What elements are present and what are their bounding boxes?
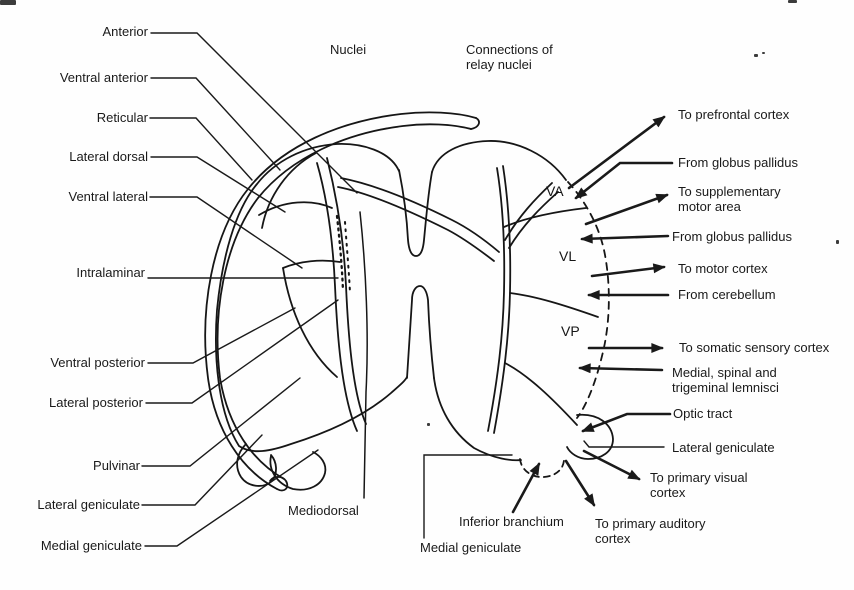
label-to-supplementary-motor-area: To supplementary motor area: [678, 184, 781, 214]
label-medial-spinal-trigeminal-lemnisci: Medial, spinal and trigeminal lemnisci: [672, 365, 779, 395]
label-optic-tract: Optic tract: [673, 406, 733, 421]
lateral-geniculate-bump-right: [566, 413, 614, 460]
anterior-region-arc: [261, 152, 317, 229]
header-nuclei: Nuclei: [330, 42, 367, 57]
label-to-somatic-sensory-cortex: To somatic sensory cortex: [679, 340, 830, 355]
ventral-lens-top: [282, 259, 341, 269]
midline-lower-notch: [406, 285, 435, 379]
scan-artifact: [0, 0, 16, 5]
lamina-v-right-arm-1: [504, 182, 553, 241]
leader-medial-geniculate-left: [144, 449, 319, 547]
connection-arrows: [511, 115, 674, 514]
label-pulvinar: Pulvinar: [93, 458, 140, 473]
right-bottom: [433, 377, 522, 462]
leader-lateral-geniculate-left: [141, 434, 263, 506]
label-reticular: Reticular: [96, 110, 148, 125]
label-medial-geniculate-bottom: Medial geniculate: [420, 540, 522, 555]
left-outline: [215, 143, 408, 453]
arrow-from-globus-pallidus-1: [574, 161, 674, 200]
arrow-optic-tract: [581, 412, 672, 433]
lamina-v-left-arm-1: [340, 177, 500, 253]
leader-lateral-posterior: [145, 299, 339, 404]
leader-anterior: [150, 32, 358, 194]
vp-bottom-divider: [504, 362, 578, 426]
right-thalamus-structure: [337, 140, 614, 478]
label-to-primary-visual-cortex: To primary visual cortex: [650, 470, 748, 500]
label-mediodorsal: Mediodorsal: [288, 503, 359, 518]
label-ventral-lateral: Ventral lateral: [68, 189, 149, 204]
arrow-inferior-branchium: [511, 462, 541, 514]
leader-ventral-posterior: [147, 307, 296, 364]
vp-label: VP: [561, 323, 580, 339]
label-medial-geniculate-left: Medial geniculate: [40, 538, 142, 553]
label-ventral-posterior: Ventral posterior: [50, 355, 145, 370]
dorsal-divider-arc: [258, 201, 333, 216]
leader-lines: [141, 32, 665, 547]
header-connections: Connections of relay nuclei: [466, 42, 553, 72]
leader-reticular: [149, 117, 253, 181]
scan-artifact: [762, 52, 765, 54]
label-lateral-posterior: Lateral posterior: [49, 395, 143, 410]
reticular-band-inner: [216, 123, 472, 480]
medial-geniculate-bump-right: [519, 458, 565, 478]
scan-artifact: [836, 240, 839, 244]
reticular-band-outer: [204, 111, 477, 490]
label-to-motor-cortex: To motor cortex: [678, 261, 768, 276]
scan-artifact: [788, 0, 797, 3]
label-from-globus-pallidus-1: From globus pallidus: [678, 155, 798, 170]
intralaminar-stipple-2: [344, 221, 351, 294]
medial-geniculate-bump-left: [269, 451, 327, 491]
right-lateral-edge-dashed: [567, 181, 610, 419]
scan-artifact: [754, 54, 758, 57]
arrow-to-primary-visual-cortex: [582, 449, 641, 481]
label-anterior: Anterior: [102, 24, 148, 39]
right-dome: [431, 140, 567, 181]
left-thalamus-structure: [204, 111, 480, 499]
arrow-medial-spinal-trigeminal-lemnisci: [578, 363, 664, 374]
leader-lateral-dorsal: [150, 156, 286, 213]
label-ventral-anterior: Ventral anterior: [59, 70, 148, 85]
right-lamina-strip-1: [487, 167, 506, 432]
va-label: VA: [546, 183, 564, 199]
label-lateral-dorsal: Lateral dorsal: [69, 149, 148, 164]
ventral-lens-left: [282, 267, 338, 378]
label-to-primary-auditory-cortex: To primary auditory cortex: [595, 516, 706, 546]
mediodorsal-boundary-and-leader: [359, 211, 368, 499]
intralaminar-stipple-1: [335, 214, 345, 293]
leader-ventral-anterior: [150, 77, 281, 171]
label-from-globus-pallidus-2: From globus pallidus: [672, 229, 792, 244]
arrow-to-primary-auditory-cortex: [564, 459, 596, 507]
label-to-prefrontal-cortex: To prefrontal cortex: [678, 107, 790, 122]
lamina-v-left-arm-2: [337, 186, 495, 262]
arrow-from-globus-pallidus-2: [580, 233, 670, 244]
lamina-strip-left: [316, 162, 358, 432]
label-inferior-branchium: Inferior branchium: [459, 514, 564, 529]
lamina-strip-right: [326, 157, 367, 425]
leader-pulvinar: [141, 377, 301, 467]
label-lateral-geniculate-left: Lateral geniculate: [37, 497, 140, 512]
right-lamina-strip-2: [493, 165, 512, 434]
arrow-to-prefrontal-cortex: [567, 115, 666, 190]
arrow-to-supplementary-motor-area: [584, 193, 669, 226]
reticular-band-tip: [470, 117, 480, 130]
va-vl-divider: [503, 207, 587, 228]
leader-medial-geniculate-bottom: [423, 454, 513, 539]
label-intralaminar: Intralaminar: [76, 265, 145, 280]
label-from-cerebellum: From cerebellum: [678, 287, 776, 302]
leader-lateral-geniculate-right: [583, 440, 665, 448]
scan-artifact: [427, 423, 430, 426]
vl-vp-divider: [509, 292, 599, 318]
leader-ventral-lateral: [149, 196, 303, 269]
label-lateral-geniculate-right: Lateral geniculate: [672, 440, 775, 455]
arrow-to-motor-cortex: [590, 263, 666, 278]
midline-slot: [398, 169, 433, 257]
vl-label: VL: [559, 248, 577, 264]
lamina-v-right-arm-2: [508, 191, 559, 249]
